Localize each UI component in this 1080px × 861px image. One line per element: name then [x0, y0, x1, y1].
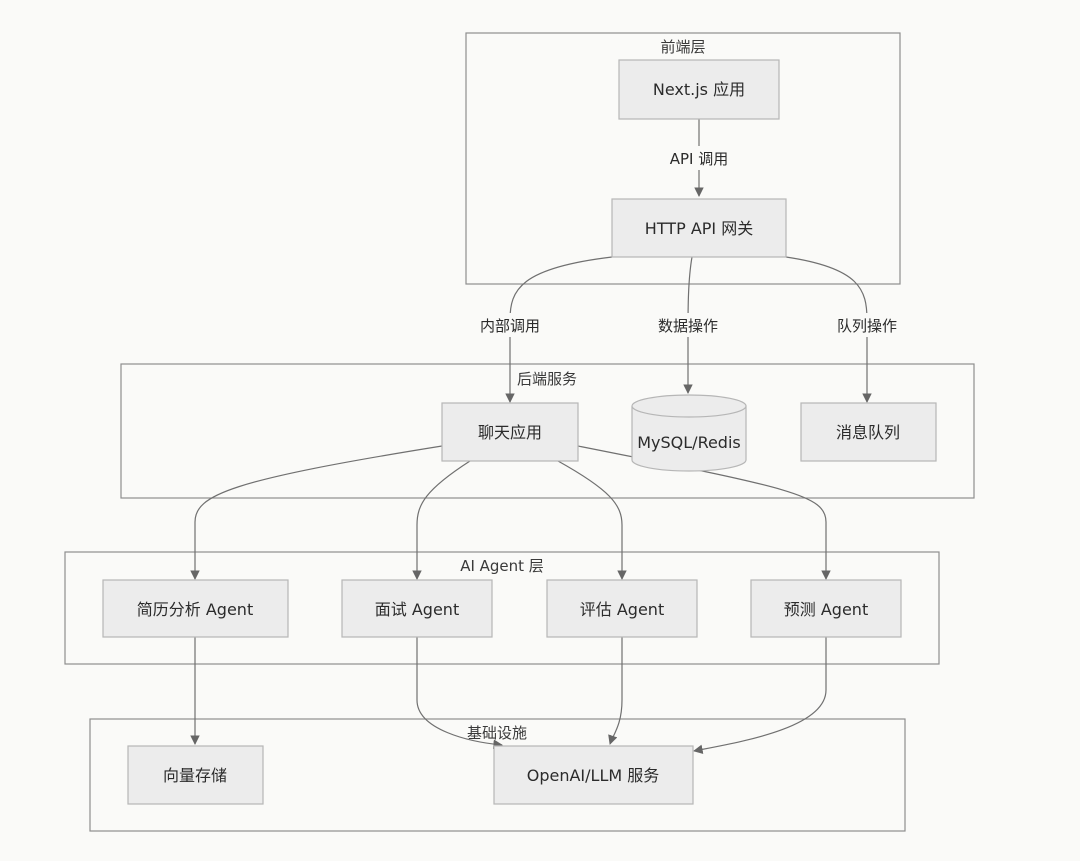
cluster-frontend-label: 前端层 — [660, 38, 705, 56]
edge-label-data-op: 数据操作 — [650, 313, 726, 337]
node-nextjs-label: Next.js 应用 — [653, 80, 745, 99]
cluster-frontend: 前端层 — [465, 32, 901, 285]
node-mq: 消息队列 — [800, 402, 937, 462]
node-nextjs: Next.js 应用 — [618, 59, 780, 120]
node-db-cylinder — [631, 406, 747, 472]
cluster-backend: 后端服务 — [120, 363, 975, 499]
node-llm: OpenAI/LLM 服务 — [493, 745, 694, 805]
node-interview-agent: 面试 Agent — [341, 579, 493, 638]
node-eval-agent: 评估 Agent — [546, 579, 698, 638]
edge-interview-llm — [416, 637, 503, 749]
node-gateway: HTTP API 网关 — [611, 198, 787, 258]
node-llm-label: OpenAI/LLM 服务 — [527, 766, 660, 785]
node-mq-label: 消息队列 — [836, 423, 900, 442]
node-predict-agent-label: 预测 Agent — [784, 600, 868, 619]
edge-eval-llm — [608, 637, 623, 745]
node-eval-agent-label: 评估 Agent — [580, 600, 664, 619]
node-db-label: MySQL/Redis — [637, 433, 741, 452]
edge-predict-llm — [693, 637, 827, 755]
edge-label-internal-call: 内部调用 — [472, 313, 548, 337]
node-predict-agent: 预测 Agent — [750, 579, 902, 638]
cluster-backend-label: 后端服务 — [517, 370, 577, 388]
node-vector: 向量存储 — [127, 745, 264, 805]
node-resume-agent-label: 简历分析 Agent — [137, 600, 253, 619]
edge-label-queue-op: 队列操作 — [829, 313, 905, 337]
edge-chat-resume — [190, 445, 443, 580]
edge-label-api-call: API 调用 — [664, 146, 734, 170]
node-chat: 聊天应用 — [441, 402, 579, 462]
cluster-agents: AI Agent 层 — [64, 551, 940, 665]
edge-label-internal-call-text: 内部调用 — [480, 317, 540, 335]
node-db-cylinder-top — [631, 394, 747, 418]
edge-chat-interview — [412, 460, 471, 580]
edge-chat-eval — [557, 460, 627, 580]
edge-label-queue-op-text: 队列操作 — [837, 317, 897, 335]
cluster-infra-label: 基础设施 — [467, 724, 527, 742]
node-interview-agent-label: 面试 Agent — [375, 600, 459, 619]
edge-label-data-op-text: 数据操作 — [658, 317, 718, 335]
edge-label-api-call-text: API 调用 — [670, 150, 729, 168]
cluster-agents-label: AI Agent 层 — [460, 557, 544, 575]
node-resume-agent: 简历分析 Agent — [102, 579, 289, 638]
node-chat-label: 聊天应用 — [478, 423, 542, 442]
cluster-infra: 基础设施 — [89, 718, 906, 832]
node-db: MySQL/Redis — [631, 394, 747, 472]
node-gateway-label: HTTP API 网关 — [645, 219, 753, 238]
node-vector-label: 向量存储 — [163, 766, 227, 785]
